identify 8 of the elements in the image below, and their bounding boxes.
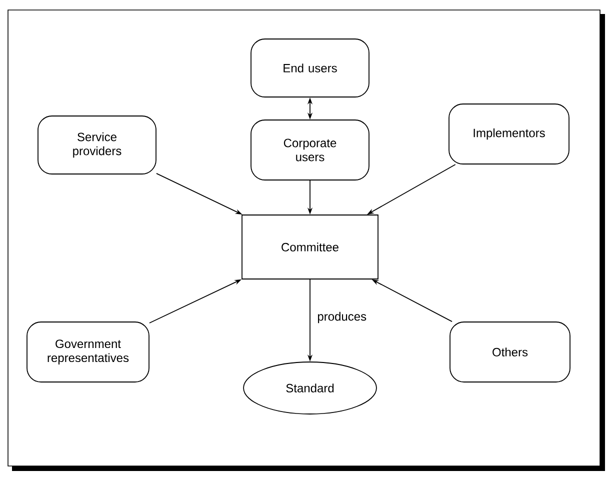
edge-label: produces (318, 312, 366, 324)
rounded-box: Government representatives (26, 322, 150, 382)
rounded-box: Service providers (38, 116, 156, 174)
rounded-box: End users (250, 38, 370, 98)
process-box: Committee (242, 214, 378, 280)
rounded-box: Others (450, 322, 570, 382)
rounded-box: Corporate users (250, 120, 370, 180)
rounded-box: Implementors (448, 104, 570, 164)
